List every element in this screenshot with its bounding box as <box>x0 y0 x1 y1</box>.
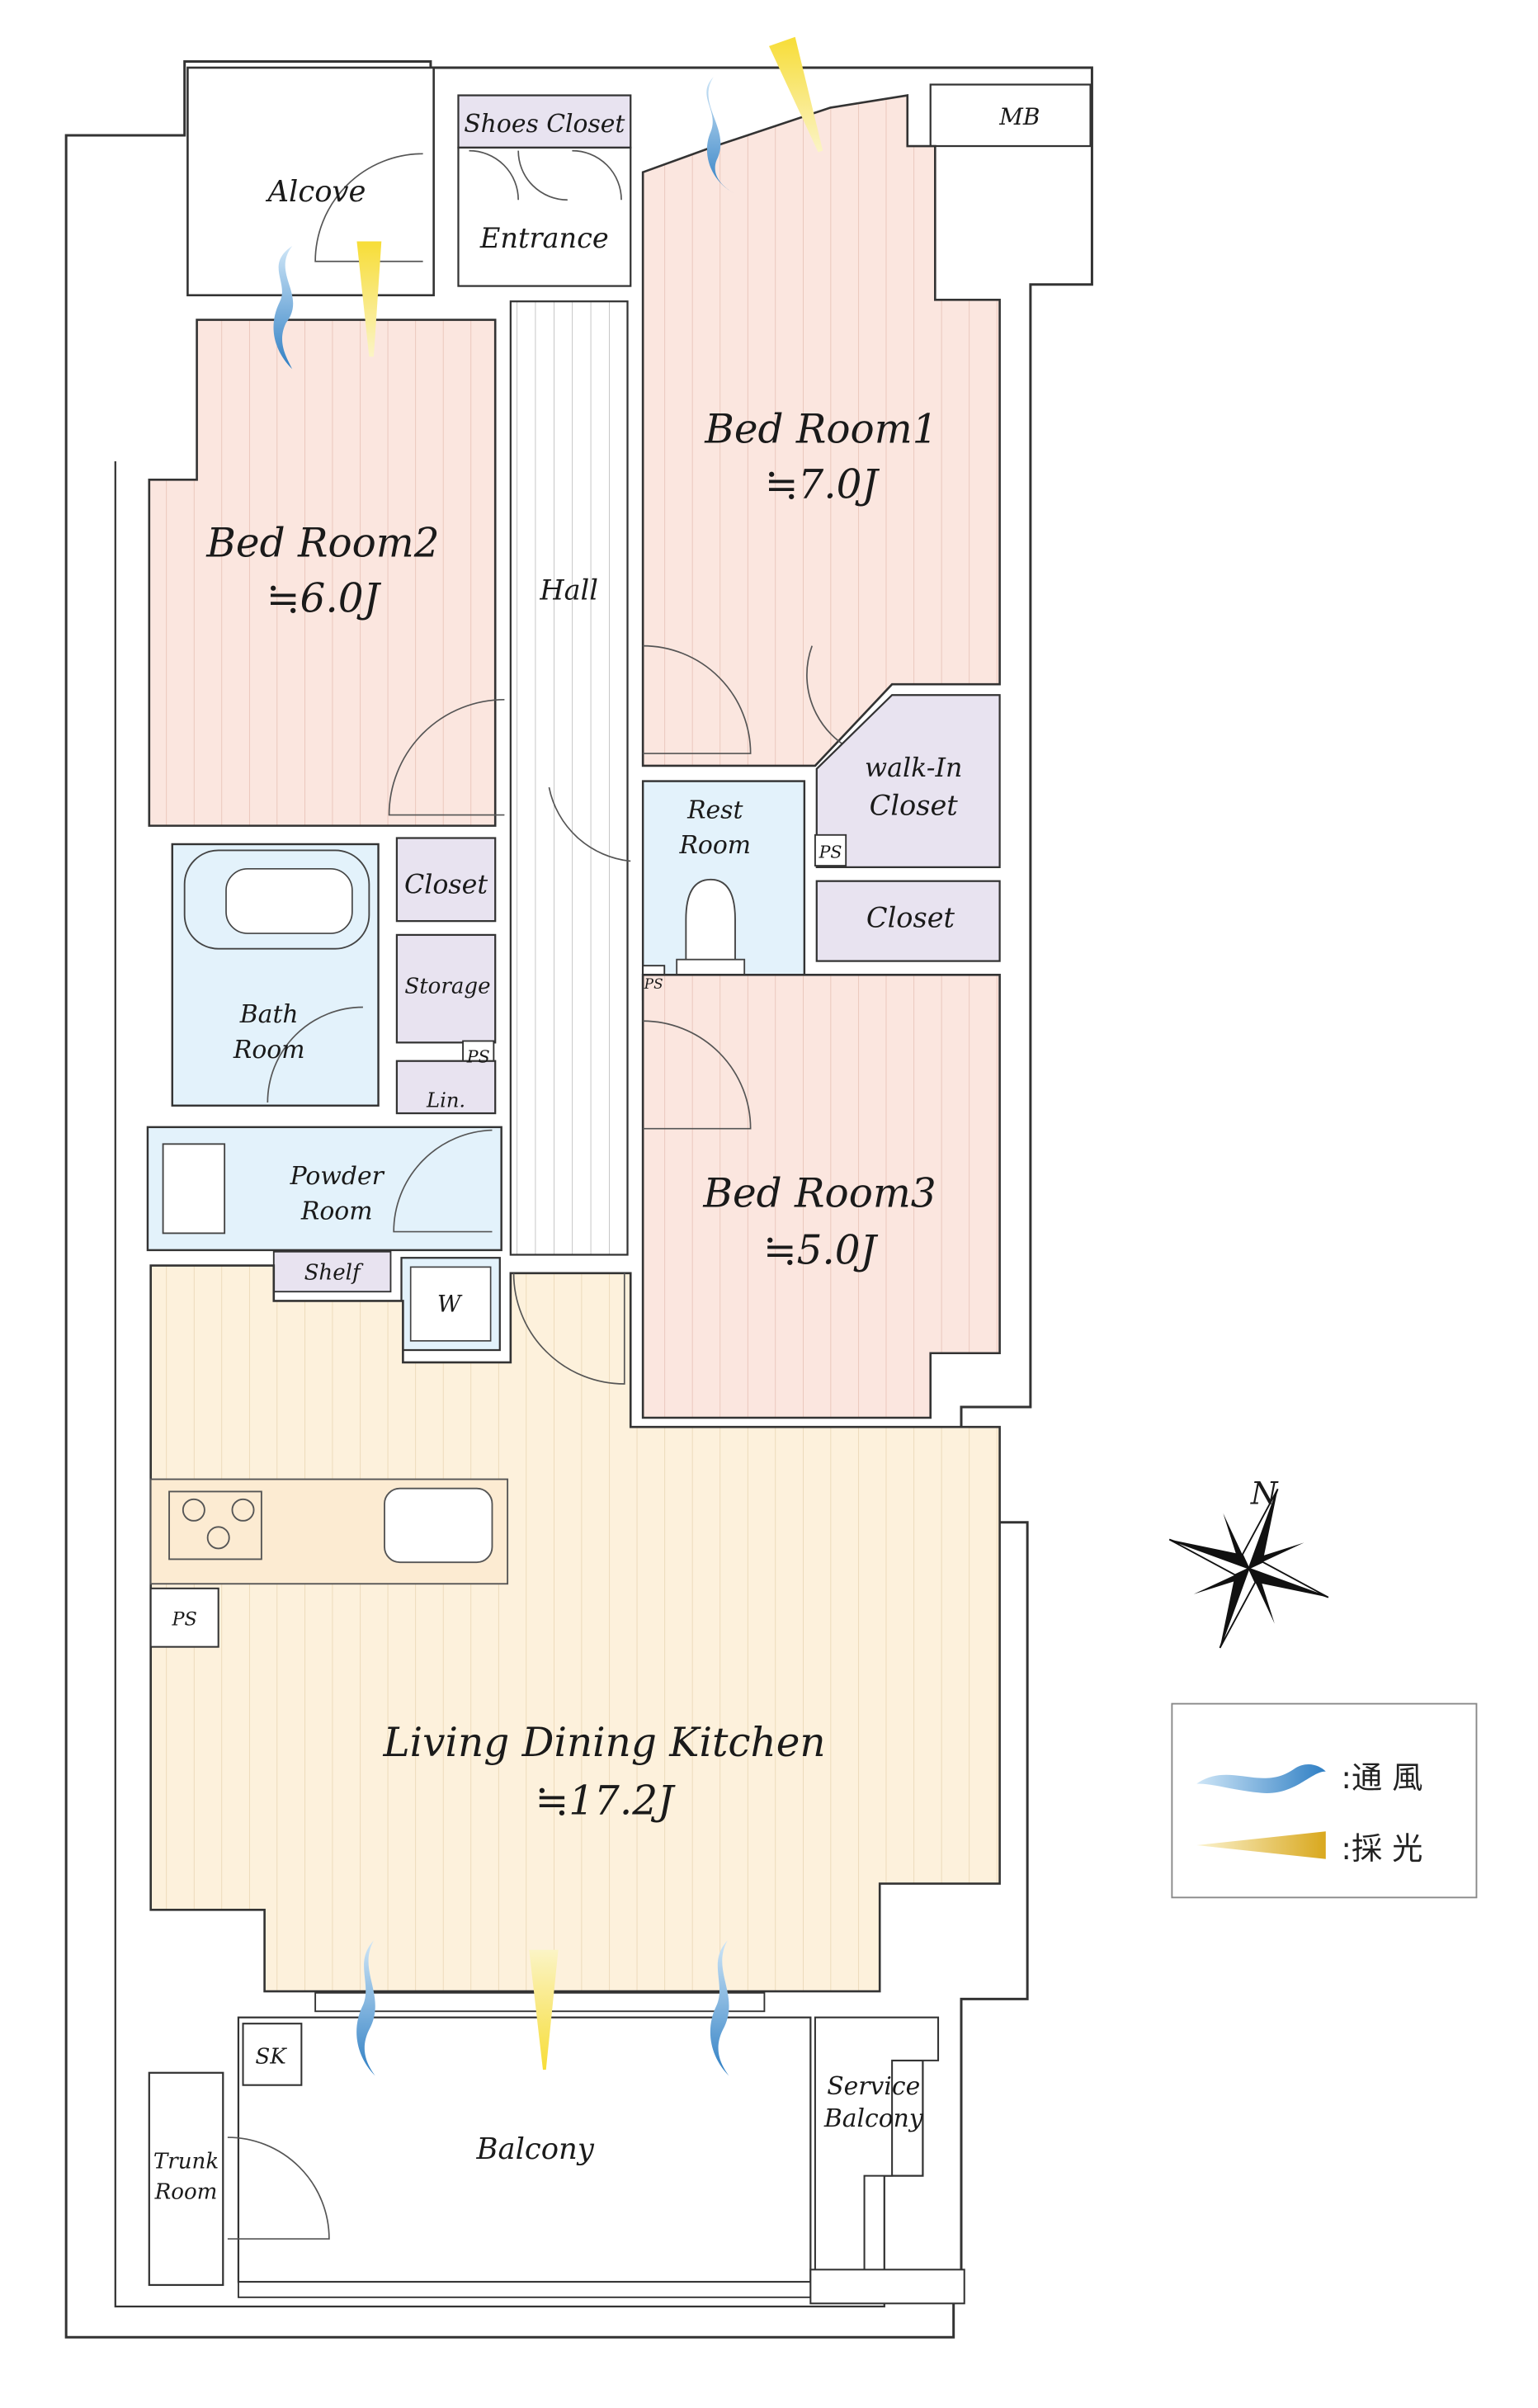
ldk-floor <box>149 1264 1001 1993</box>
hall-label: Hall <box>539 574 598 607</box>
door-swing-icon <box>512 1272 625 1385</box>
compass-star-icon <box>1168 1488 1329 1649</box>
closet-left-area <box>395 837 497 923</box>
powder-label-1: Powder <box>290 1162 385 1191</box>
toilet-icon <box>685 878 736 985</box>
wind-arrow-icon <box>1196 1764 1326 1793</box>
service-balcony-label-2: Balcony <box>823 2104 924 2133</box>
ps-label-storage: PS <box>466 1047 490 1067</box>
door-swing-icon <box>388 698 505 816</box>
trunk-label-1: Trunk <box>153 2149 219 2174</box>
bedroom1-size: ≒7.0J <box>765 462 880 508</box>
wind-arrow-icon <box>273 246 294 370</box>
door-swing-icon <box>643 644 752 754</box>
shoes-closet-area <box>457 94 632 149</box>
mb-area <box>929 83 1092 148</box>
balcony-step <box>809 2269 965 2305</box>
walkin-label-2: Closet <box>870 790 959 822</box>
restroom-label-1: Rest <box>686 796 743 824</box>
door-swing-icon <box>393 1129 493 1233</box>
bedroom2-size: ≒6.0J <box>267 576 382 622</box>
bathtub-inner-icon <box>225 867 353 934</box>
ps-label-walkin: PS <box>819 843 842 862</box>
stove-icon <box>168 1490 262 1560</box>
sunlight-icon <box>1196 1831 1326 1859</box>
restroom-label-2: Room <box>678 831 751 860</box>
lin-label: Lin. <box>426 1089 465 1112</box>
door-swing-icon <box>267 1006 363 1103</box>
door-swing-icon <box>548 786 631 862</box>
sunlight-icon <box>529 1949 559 2070</box>
bedroom1-name: Bed Room1 <box>704 407 937 453</box>
washer-label: W <box>437 1290 463 1317</box>
entrance-label: Entrance <box>479 222 609 254</box>
hall-floor <box>509 300 629 1256</box>
wind-arrow-icon <box>706 77 735 194</box>
legend-ventilation-label: :通 風 <box>1341 1759 1422 1796</box>
balcony-rail <box>237 2281 812 2298</box>
closet-right-label: Closet <box>866 902 955 934</box>
lin-area <box>395 1060 497 1115</box>
mb-label: MB <box>998 103 1040 130</box>
washer-inner-icon <box>409 1266 492 1342</box>
bedroom2-name: Bed Room2 <box>205 521 439 567</box>
closet-left-label: Closet <box>404 871 488 900</box>
storage-label: Storage <box>404 975 490 999</box>
service-balcony-label-1: Service <box>827 2072 920 2101</box>
ldk-name: Living Dining Kitchen <box>382 1720 825 1766</box>
door-swing-icon <box>227 2137 330 2240</box>
sunlight-icon <box>769 36 823 153</box>
sunlight-icon <box>356 241 382 357</box>
bathroom-label-1: Bath <box>239 1000 299 1029</box>
bedroom1-floor <box>641 93 1001 767</box>
ldk-size: ≒17.2J <box>535 1778 676 1825</box>
ps-label-kitchen: PS <box>171 1609 196 1631</box>
powder-label-2: Room <box>300 1197 373 1226</box>
ps-box <box>814 833 847 866</box>
bedroom3-name: Bed Room3 <box>702 1171 936 1217</box>
wind-arrow-icon <box>710 1940 729 2076</box>
bathroom-label-2: Room <box>233 1036 305 1065</box>
shoes-closet-label: Shoes Closet <box>464 110 625 139</box>
sk-label: SK <box>255 2045 287 2070</box>
trunk-room-area <box>148 2071 224 2287</box>
door-swing-icon <box>643 1020 752 1130</box>
shelf-label: Shelf <box>304 1260 364 1285</box>
walkin-label-1: walk-In <box>865 753 962 783</box>
entrance-area <box>457 146 632 287</box>
sk-box <box>242 2023 303 2086</box>
closet-right-area <box>815 880 1001 962</box>
walkin-closet-area <box>815 694 1001 869</box>
compass-north-label: N <box>1250 1475 1279 1511</box>
bedroom3-floor <box>641 974 1001 1419</box>
legend-box <box>1171 1702 1478 1899</box>
sink-icon <box>162 1143 226 1235</box>
balcony-label: Balcony <box>475 2132 594 2166</box>
door-swing-icon <box>469 149 622 201</box>
legend-daylight-label: :採 光 <box>1341 1830 1422 1867</box>
balcony-area <box>237 2016 812 2283</box>
door-swing-icon <box>314 153 423 262</box>
bedroom3-size: ≒5.0J <box>763 1228 879 1274</box>
ps-box <box>149 1587 219 1648</box>
alcove-label: Alcove <box>265 175 366 209</box>
ps-label-restroom: PS <box>644 975 663 992</box>
sink-icon <box>384 1487 493 1564</box>
storage-area <box>395 933 497 1044</box>
bedroom2-floor <box>148 319 497 827</box>
alcove-area <box>186 66 435 297</box>
wind-arrow-icon <box>356 1940 375 2076</box>
trunk-label-2: Room <box>154 2180 218 2205</box>
